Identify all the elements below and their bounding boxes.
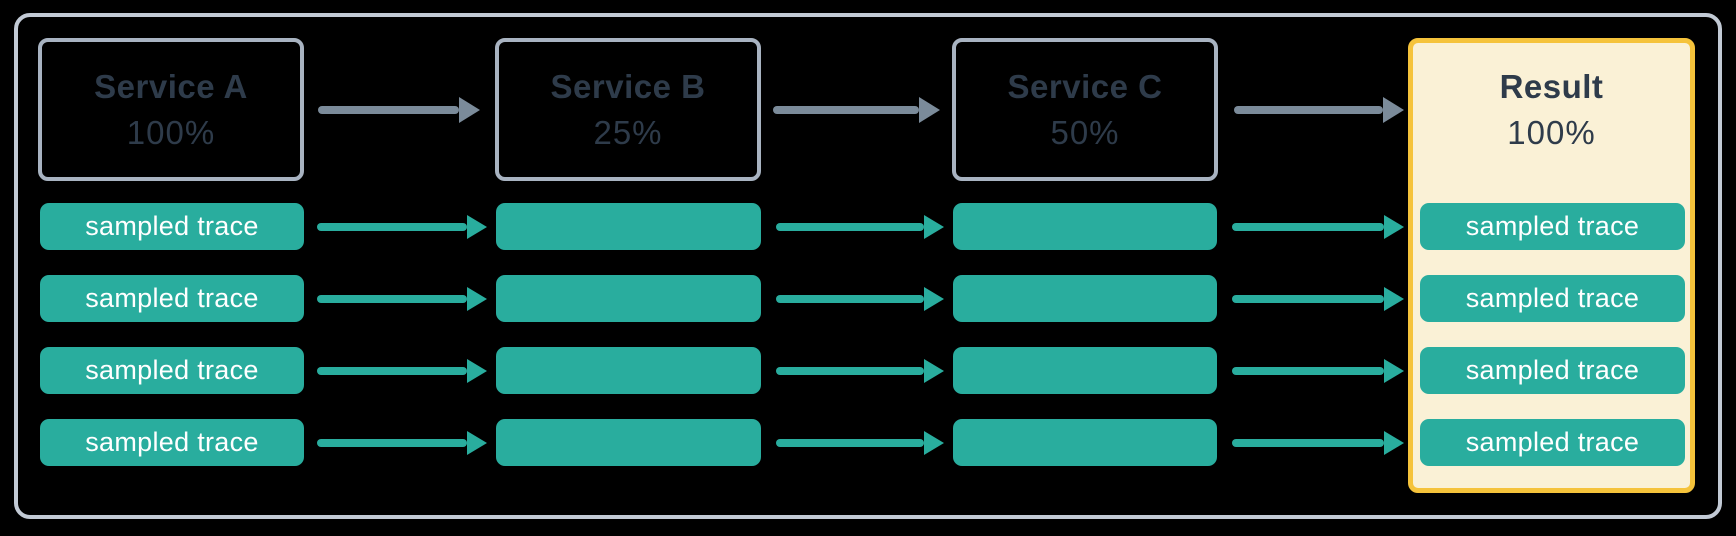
trace-arrow bbox=[776, 287, 944, 311]
arrow-head-icon bbox=[919, 97, 940, 123]
arrow-head-icon bbox=[1383, 97, 1404, 123]
trace-pill: sampled trace bbox=[40, 419, 304, 466]
arrow-head-icon bbox=[467, 359, 487, 383]
trace-arrow bbox=[776, 215, 944, 239]
trace-arrow bbox=[1232, 287, 1404, 311]
trace-arrow bbox=[1232, 215, 1404, 239]
trace-pill: sampled trace bbox=[40, 347, 304, 394]
trace-pill bbox=[953, 347, 1217, 394]
arrow-shaft bbox=[1232, 439, 1384, 447]
trace-arrow bbox=[317, 431, 487, 455]
arrow-shaft bbox=[776, 439, 924, 447]
trace-arrow bbox=[317, 287, 487, 311]
arrow-shaft bbox=[317, 223, 467, 231]
result-title: Result bbox=[1499, 67, 1604, 105]
diagram-frame bbox=[14, 13, 1722, 519]
arrow-head-icon bbox=[924, 431, 944, 455]
trace-arrow bbox=[1232, 359, 1404, 383]
trace-pill: sampled trace bbox=[40, 203, 304, 250]
trace-pill: sampled trace bbox=[1420, 347, 1685, 394]
trace-arrow bbox=[776, 359, 944, 383]
flow-arrow-c-to-result bbox=[1234, 97, 1404, 123]
arrow-head-icon bbox=[1384, 431, 1404, 455]
trace-arrow bbox=[317, 215, 487, 239]
arrow-head-icon bbox=[459, 97, 480, 123]
trace-arrow bbox=[317, 359, 487, 383]
flow-arrow-a-to-b bbox=[318, 97, 480, 123]
arrow-shaft bbox=[773, 106, 919, 114]
arrow-shaft bbox=[1232, 367, 1384, 375]
trace-pill bbox=[496, 275, 761, 322]
trace-arrow bbox=[776, 431, 944, 455]
trace-pill bbox=[953, 419, 1217, 466]
flow-arrow-b-to-c bbox=[773, 97, 940, 123]
trace-pill: sampled trace bbox=[1420, 419, 1685, 466]
service-b-box: Service B 25% bbox=[495, 38, 761, 181]
arrow-head-icon bbox=[1384, 215, 1404, 239]
result-sample-rate: 100% bbox=[1507, 113, 1596, 151]
service-a-title: Service A bbox=[94, 67, 248, 105]
service-a-sample-rate: 100% bbox=[126, 113, 216, 151]
arrow-shaft bbox=[1234, 106, 1383, 114]
service-c-sample-rate: 50% bbox=[1050, 113, 1120, 151]
arrow-head-icon bbox=[924, 215, 944, 239]
service-a-box: Service A 100% bbox=[38, 38, 304, 181]
trace-pill bbox=[496, 203, 761, 250]
trace-arrow bbox=[1232, 431, 1404, 455]
arrow-head-icon bbox=[1384, 359, 1404, 383]
arrow-shaft bbox=[317, 439, 467, 447]
trace-pill: sampled trace bbox=[1420, 203, 1685, 250]
arrow-head-icon bbox=[467, 215, 487, 239]
trace-pill bbox=[496, 347, 761, 394]
arrow-head-icon bbox=[924, 287, 944, 311]
arrow-shaft bbox=[776, 367, 924, 375]
service-c-box: Service C 50% bbox=[952, 38, 1218, 181]
service-b-sample-rate: 25% bbox=[593, 113, 663, 151]
arrow-shaft bbox=[776, 223, 924, 231]
arrow-shaft bbox=[318, 106, 459, 114]
arrow-head-icon bbox=[924, 359, 944, 383]
arrow-head-icon bbox=[467, 287, 487, 311]
trace-pill bbox=[953, 203, 1217, 250]
trace-pill: sampled trace bbox=[1420, 275, 1685, 322]
result-header: Result 100% bbox=[1408, 38, 1695, 181]
arrow-head-icon bbox=[1384, 287, 1404, 311]
trace-pill bbox=[953, 275, 1217, 322]
arrow-shaft bbox=[317, 367, 467, 375]
service-c-title: Service C bbox=[1007, 67, 1163, 105]
service-b-title: Service B bbox=[550, 67, 706, 105]
arrow-shaft bbox=[1232, 295, 1384, 303]
trace-pill: sampled trace bbox=[40, 275, 304, 322]
arrow-shaft bbox=[776, 295, 924, 303]
trace-pill bbox=[496, 419, 761, 466]
arrow-shaft bbox=[317, 295, 467, 303]
arrow-shaft bbox=[1232, 223, 1384, 231]
result-box bbox=[1408, 38, 1695, 493]
arrow-head-icon bbox=[467, 431, 487, 455]
